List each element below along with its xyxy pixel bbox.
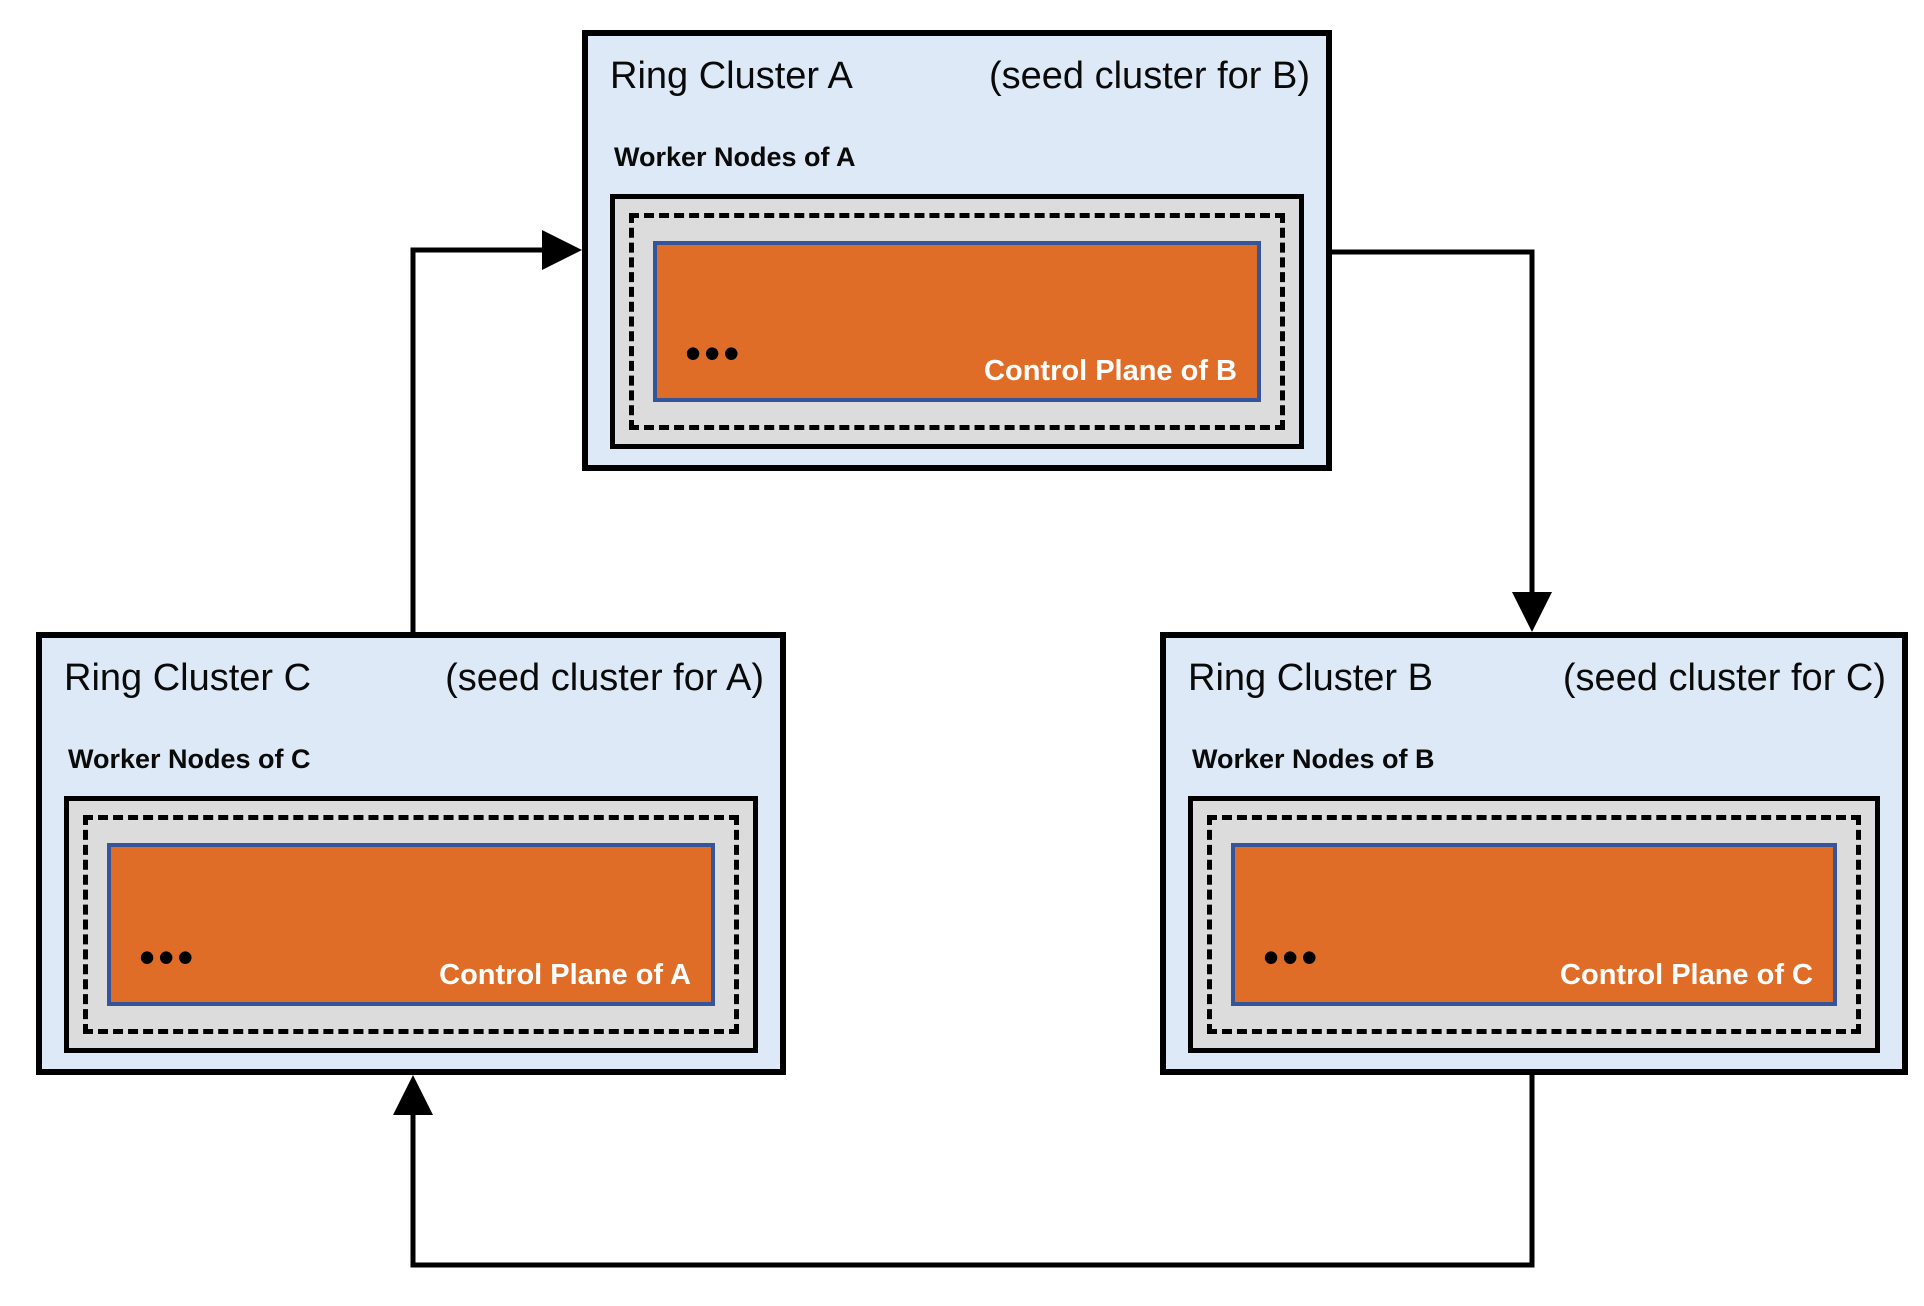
cluster-a-control-plane-box: ••• Control Plane of B [653,241,1261,402]
ellipsis-dots: ••• [1263,931,1321,983]
cluster-a-seed-note: (seed cluster for B) [989,55,1310,97]
arrow-a-to-b-line [1332,249,1535,616]
cluster-c-control-plane-box: ••• Control Plane of A [107,843,715,1006]
cluster-b-worker-nodes-label: Worker Nodes of B [1192,744,1435,774]
arrow-a-to-b-head [1512,592,1552,632]
cluster-c-title: Ring Cluster C [64,657,312,699]
arrow-c-to-a-head [542,230,582,270]
cluster-b-seed-note: (seed cluster for C) [1562,657,1886,699]
ellipsis-dots: ••• [685,327,743,379]
cluster-c-worker-nodes-box: ••• Control Plane of A [64,796,758,1053]
cluster-c-box: Ring Cluster C (seed cluster for A) Work… [36,632,786,1075]
arrow-b-to-c-line [410,1075,1535,1268]
cluster-a-title: Ring Cluster A [610,55,853,97]
arrow-b-to-c-head [393,1075,433,1115]
cluster-b-box: Ring Cluster B (seed cluster for C) Work… [1160,632,1908,1075]
cluster-c-seed-note: (seed cluster for A) [445,657,764,699]
cluster-c-worker-nodes-label: Worker Nodes of C [68,744,311,774]
cluster-a-worker-nodes-box: ••• Control Plane of B [610,194,1304,449]
ellipsis-dots: ••• [139,931,197,983]
cluster-c-dashed-boundary: ••• Control Plane of A [83,815,739,1034]
cluster-b-title-row: Ring Cluster B (seed cluster for C) [1188,657,1886,700]
cluster-c-title-row: Ring Cluster C (seed cluster for A) [64,657,764,700]
cluster-a-title-row: Ring Cluster A (seed cluster for B) [610,55,1310,98]
cluster-b-dashed-boundary: ••• Control Plane of C [1207,815,1861,1034]
cluster-b-worker-nodes-box: ••• Control Plane of C [1188,796,1880,1053]
cluster-a-dashed-boundary: ••• Control Plane of B [629,213,1285,430]
cluster-a-worker-nodes-label: Worker Nodes of A [614,142,856,172]
arrow-c-to-a-line [410,247,566,632]
cluster-a-control-plane-label: Control Plane of B [984,355,1237,387]
cluster-b-control-plane-box: ••• Control Plane of C [1231,843,1837,1006]
cluster-b-control-plane-label: Control Plane of C [1560,959,1813,991]
cluster-b-title: Ring Cluster B [1188,657,1433,699]
cluster-a-box: Ring Cluster A (seed cluster for B) Work… [582,30,1332,471]
cluster-c-control-plane-label: Control Plane of A [439,959,691,991]
